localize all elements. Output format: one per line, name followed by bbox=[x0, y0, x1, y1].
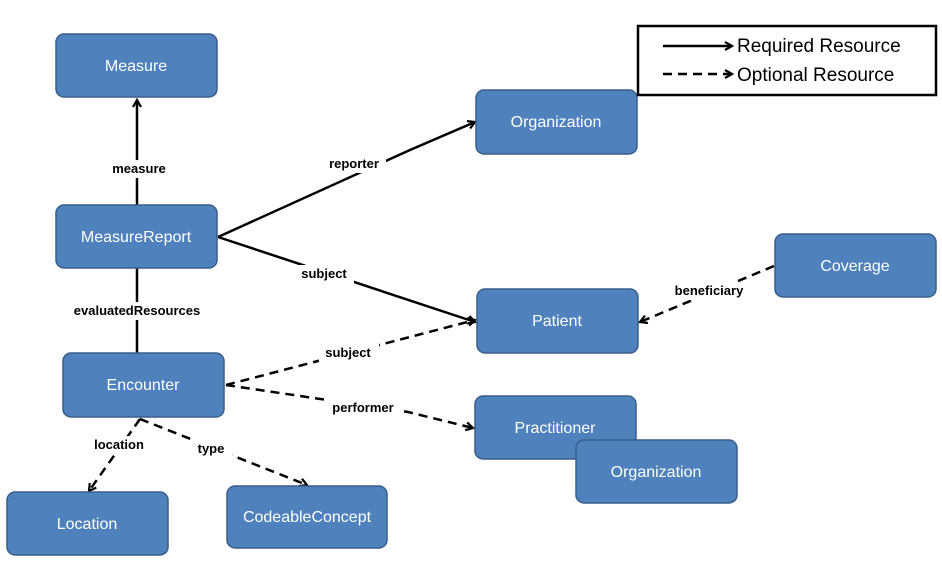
edge-label-measure: measure bbox=[112, 161, 165, 176]
edge-label-location: location bbox=[94, 437, 144, 452]
node-patient[interactable]: Patient bbox=[476, 288, 639, 354]
node-codeableconcept[interactable]: CodeableConcept bbox=[226, 485, 388, 549]
edge-reporter bbox=[217, 122, 475, 239]
edge-label-beneficiary: beneficiary bbox=[675, 283, 744, 298]
node-organization-bottom-label: Organization bbox=[611, 464, 702, 481]
node-practitioner-label: Practitioner bbox=[515, 420, 597, 437]
edge-labels: measure reporter subject evaluatedResour… bbox=[72, 155, 750, 458]
node-location[interactable]: Location bbox=[6, 491, 169, 556]
edge-label-subject-report: subject bbox=[301, 266, 347, 281]
node-organization-bottom[interactable]: Organization bbox=[575, 439, 738, 504]
edge-label-reporter: reporter bbox=[329, 156, 379, 171]
legend-optional-label: Optional Resource bbox=[737, 65, 894, 86]
node-encounter-label: Encounter bbox=[107, 377, 181, 394]
edge-performer bbox=[225, 383, 473, 428]
edge-label-performer: performer bbox=[332, 400, 393, 415]
legend: Required Resource Optional Resource bbox=[636, 24, 938, 97]
node-organization-top-label: Organization bbox=[511, 114, 602, 131]
edge-location bbox=[89, 418, 142, 491]
edge-label-evaluated-resources: evaluatedResources bbox=[74, 303, 200, 318]
node-measure-label: Measure bbox=[105, 58, 167, 75]
node-measure[interactable]: Measure bbox=[55, 33, 218, 98]
edge-label-type: type bbox=[198, 441, 225, 456]
node-location-label: Location bbox=[57, 516, 118, 533]
node-patient-label: Patient bbox=[532, 313, 582, 330]
legend-required-label: Required Resource bbox=[737, 36, 901, 57]
node-measurereport-label: MeasureReport bbox=[81, 229, 192, 246]
edge-beneficiary bbox=[640, 264, 775, 322]
edge-label-subject-encounter: subject bbox=[325, 345, 371, 360]
node-organization-top[interactable]: Organization bbox=[475, 89, 638, 155]
nodes: Measure MeasureReport Encounter Location… bbox=[6, 33, 937, 556]
node-encounter[interactable]: Encounter bbox=[62, 352, 225, 418]
node-measurereport[interactable]: MeasureReport bbox=[55, 204, 218, 269]
node-coverage[interactable]: Coverage bbox=[774, 233, 937, 298]
node-codeableconcept-label: CodeableConcept bbox=[243, 509, 372, 526]
node-coverage-label: Coverage bbox=[820, 258, 889, 275]
